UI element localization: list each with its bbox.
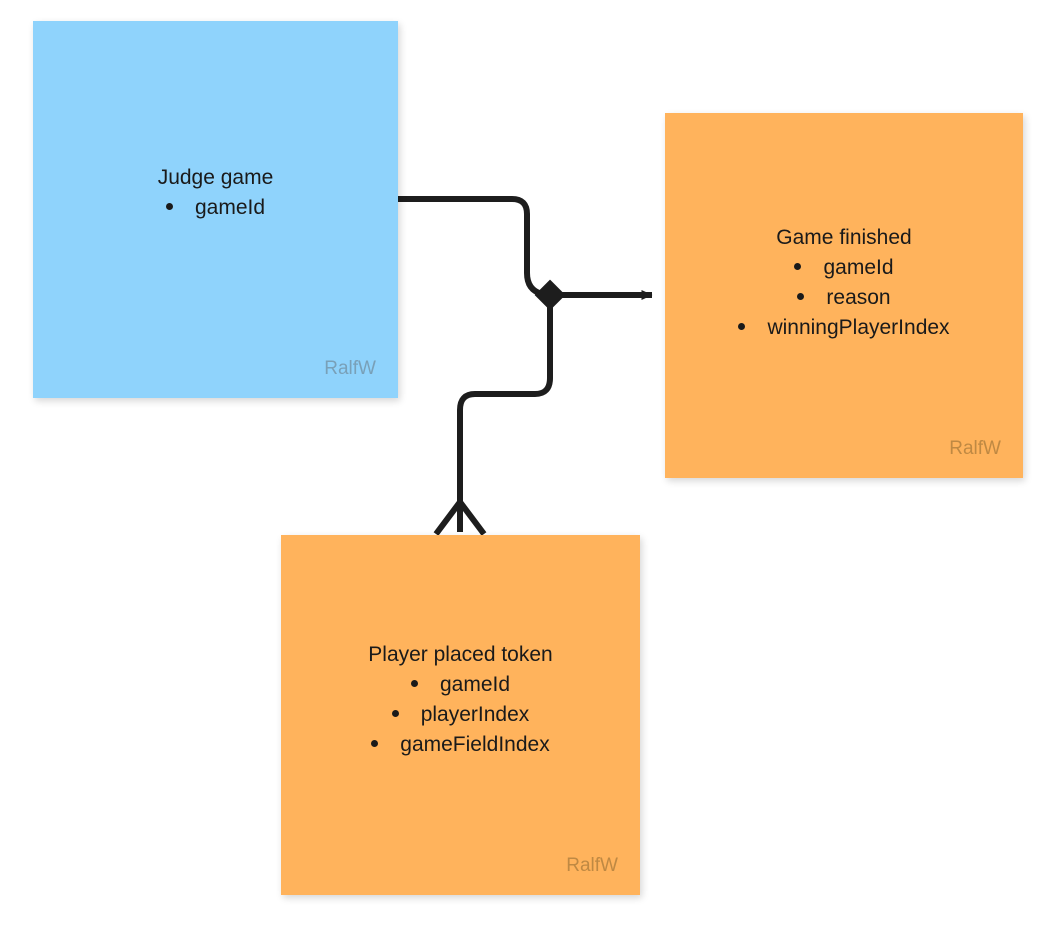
connector-path-junction-to-player-placed-token	[457, 298, 553, 532]
card-title: Judge game	[157, 166, 274, 189]
bullet-dot-icon	[794, 262, 802, 270]
card-title: Player placed token	[368, 643, 553, 666]
card-author: RalfW	[566, 855, 618, 876]
field-label: reason	[826, 286, 891, 309]
list-item: reason	[665, 283, 1023, 313]
card-player-placed-token[interactable]: Player placed token gameId playerIndex g…	[281, 535, 640, 895]
crows-foot-arrowhead	[433, 497, 487, 536]
bullet-dot-icon	[165, 202, 173, 210]
list-item: gameId	[281, 670, 640, 700]
field-label: playerIndex	[420, 703, 530, 726]
card-title: Game finished	[776, 226, 912, 249]
field-label: gameId	[823, 256, 894, 279]
field-label: gameId	[439, 673, 511, 696]
list-item: gameId	[33, 193, 398, 223]
card-author: RalfW	[324, 358, 376, 379]
card-author: RalfW	[949, 438, 1001, 459]
field-label: gameFieldIndex	[400, 733, 550, 756]
card-field-list: gameId	[33, 193, 398, 223]
bullet-dot-icon	[371, 739, 379, 747]
card-field-list: gameId reason winningPlayerIndex	[665, 253, 1023, 343]
card-game-finished[interactable]: Game finished gameId reason winningPlaye…	[665, 113, 1023, 478]
list-item: gameId	[665, 253, 1023, 283]
bullet-dot-icon	[391, 709, 399, 717]
bullet-dot-icon	[797, 292, 805, 300]
list-item: winningPlayerIndex	[665, 313, 1023, 343]
bullet-dot-icon	[738, 322, 746, 330]
list-item: playerIndex	[281, 700, 640, 730]
field-label: gameId	[194, 196, 266, 219]
bullet-dot-icon	[410, 679, 418, 687]
connector-path-judge-to-junction	[398, 196, 543, 297]
list-item: gameFieldIndex	[281, 730, 640, 760]
field-label: winningPlayerIndex	[767, 316, 950, 339]
card-judge-game[interactable]: Judge game gameId RalfW	[33, 21, 398, 398]
card-field-list: gameId playerIndex gameFieldIndex	[281, 670, 640, 760]
junction-diamond-icon	[534, 279, 566, 311]
